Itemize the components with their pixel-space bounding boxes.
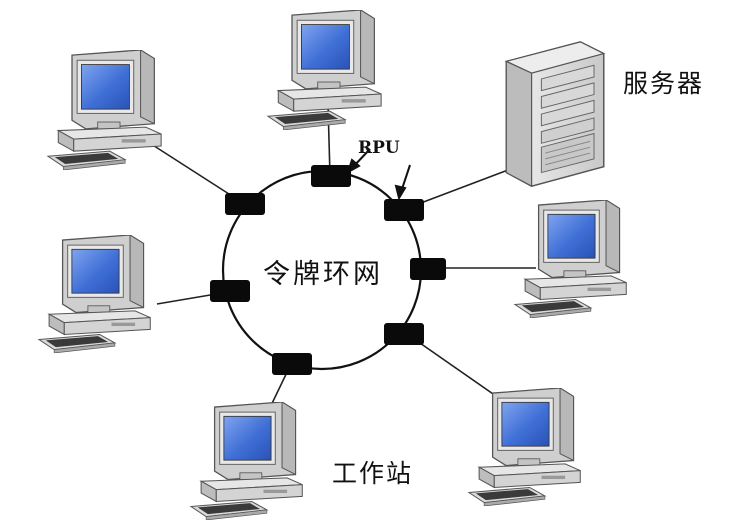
desktop-computer-icon	[38, 235, 152, 353]
desktop-computer-icon	[267, 10, 382, 130]
rpu-node	[384, 323, 424, 345]
rpu-node	[410, 258, 446, 280]
rpu-label: RPU	[358, 138, 400, 158]
ring-label: 令牌环网	[263, 259, 383, 290]
desktop-computer-icon	[468, 388, 582, 506]
rpu-node	[210, 280, 250, 302]
server-label: 服务器	[623, 69, 705, 98]
tower-server-icon	[505, 41, 605, 187]
rpu-nodes	[210, 165, 446, 375]
workstation-label: 工作站	[332, 459, 414, 488]
desktop-computer-icon	[514, 200, 628, 318]
desktop-computer-icon	[47, 50, 162, 170]
desktop-computer-icon	[190, 402, 304, 520]
rpu-node	[272, 353, 312, 375]
rpu-node	[311, 165, 351, 187]
rpu-node	[384, 199, 424, 221]
rpu-node	[225, 193, 265, 215]
